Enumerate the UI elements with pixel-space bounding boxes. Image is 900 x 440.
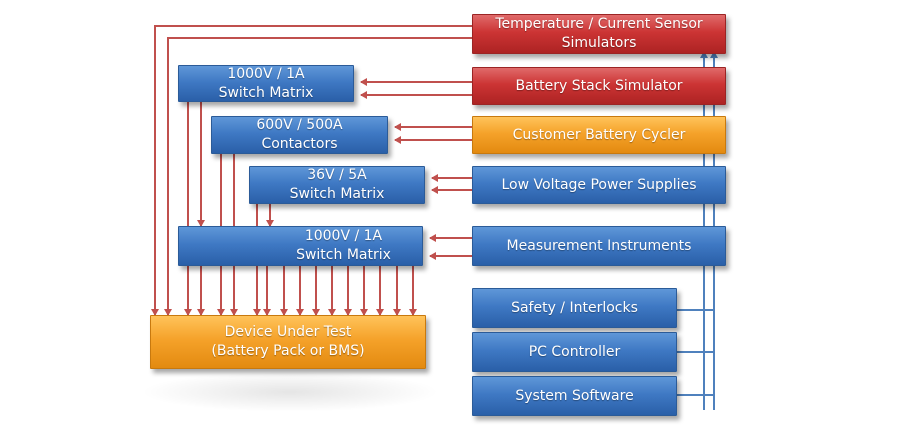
measurement-instruments-box: Measurement Instruments <box>472 226 726 266</box>
safety-interlocks-label: Safety / Interlocks <box>511 299 638 316</box>
contactors-600v-label: 600V / 500A Contactors <box>256 117 343 152</box>
switch-matrix-1000v-bottom-box: 1000V / 1A Switch Matrix <box>178 226 423 266</box>
switch-matrix-36v-box: 36V / 5A Switch Matrix <box>249 166 425 204</box>
safety-interlocks-box: Safety / Interlocks <box>472 288 677 328</box>
low-voltage-power-supplies-label: Low Voltage Power Supplies <box>501 176 697 193</box>
customer-battery-cycler-label: Customer Battery Cycler <box>512 126 686 143</box>
pc-controller-box: PC Controller <box>472 332 677 372</box>
pc-controller-label: PC Controller <box>528 343 621 360</box>
switch-matrix-1000v-top-box: 1000V / 1A Switch Matrix <box>178 65 354 102</box>
temp-current-sensor-simulators-box: Temperature / Current Sensor Simulators <box>472 14 726 54</box>
wire-temp-sim-outer <box>151 25 472 316</box>
wire-temp-sim-inner <box>164 37 472 316</box>
contactors-600v-box: 600V / 500A Contactors <box>211 116 388 154</box>
low-voltage-power-supplies-box: Low Voltage Power Supplies <box>472 166 726 204</box>
device-under-test-label: Device Under Test (Battery Pack or BMS) <box>211 324 365 359</box>
switch-matrix-1000v-top-label: 1000V / 1A Switch Matrix <box>218 65 314 101</box>
switch-matrix-1000v-bottom-label: 1000V / 1A Switch Matrix <box>296 228 391 263</box>
battery-stack-simulator-box: Battery Stack Simulator <box>472 67 726 105</box>
device-under-test-box: Device Under Test (Battery Pack or BMS) <box>150 315 426 369</box>
system-software-box: System Software <box>472 376 677 416</box>
battery-stack-simulator-label: Battery Stack Simulator <box>515 77 683 94</box>
floor-shadow <box>140 372 440 412</box>
switch-matrix-36v-label: 36V / 5A Switch Matrix <box>289 167 385 202</box>
temp-current-sensor-simulators-label: Temperature / Current Sensor Simulators <box>495 16 703 51</box>
measurement-instruments-label: Measurement Instruments <box>506 237 692 254</box>
customer-battery-cycler-box: Customer Battery Cycler <box>472 116 726 154</box>
system-software-label: System Software <box>515 387 634 404</box>
